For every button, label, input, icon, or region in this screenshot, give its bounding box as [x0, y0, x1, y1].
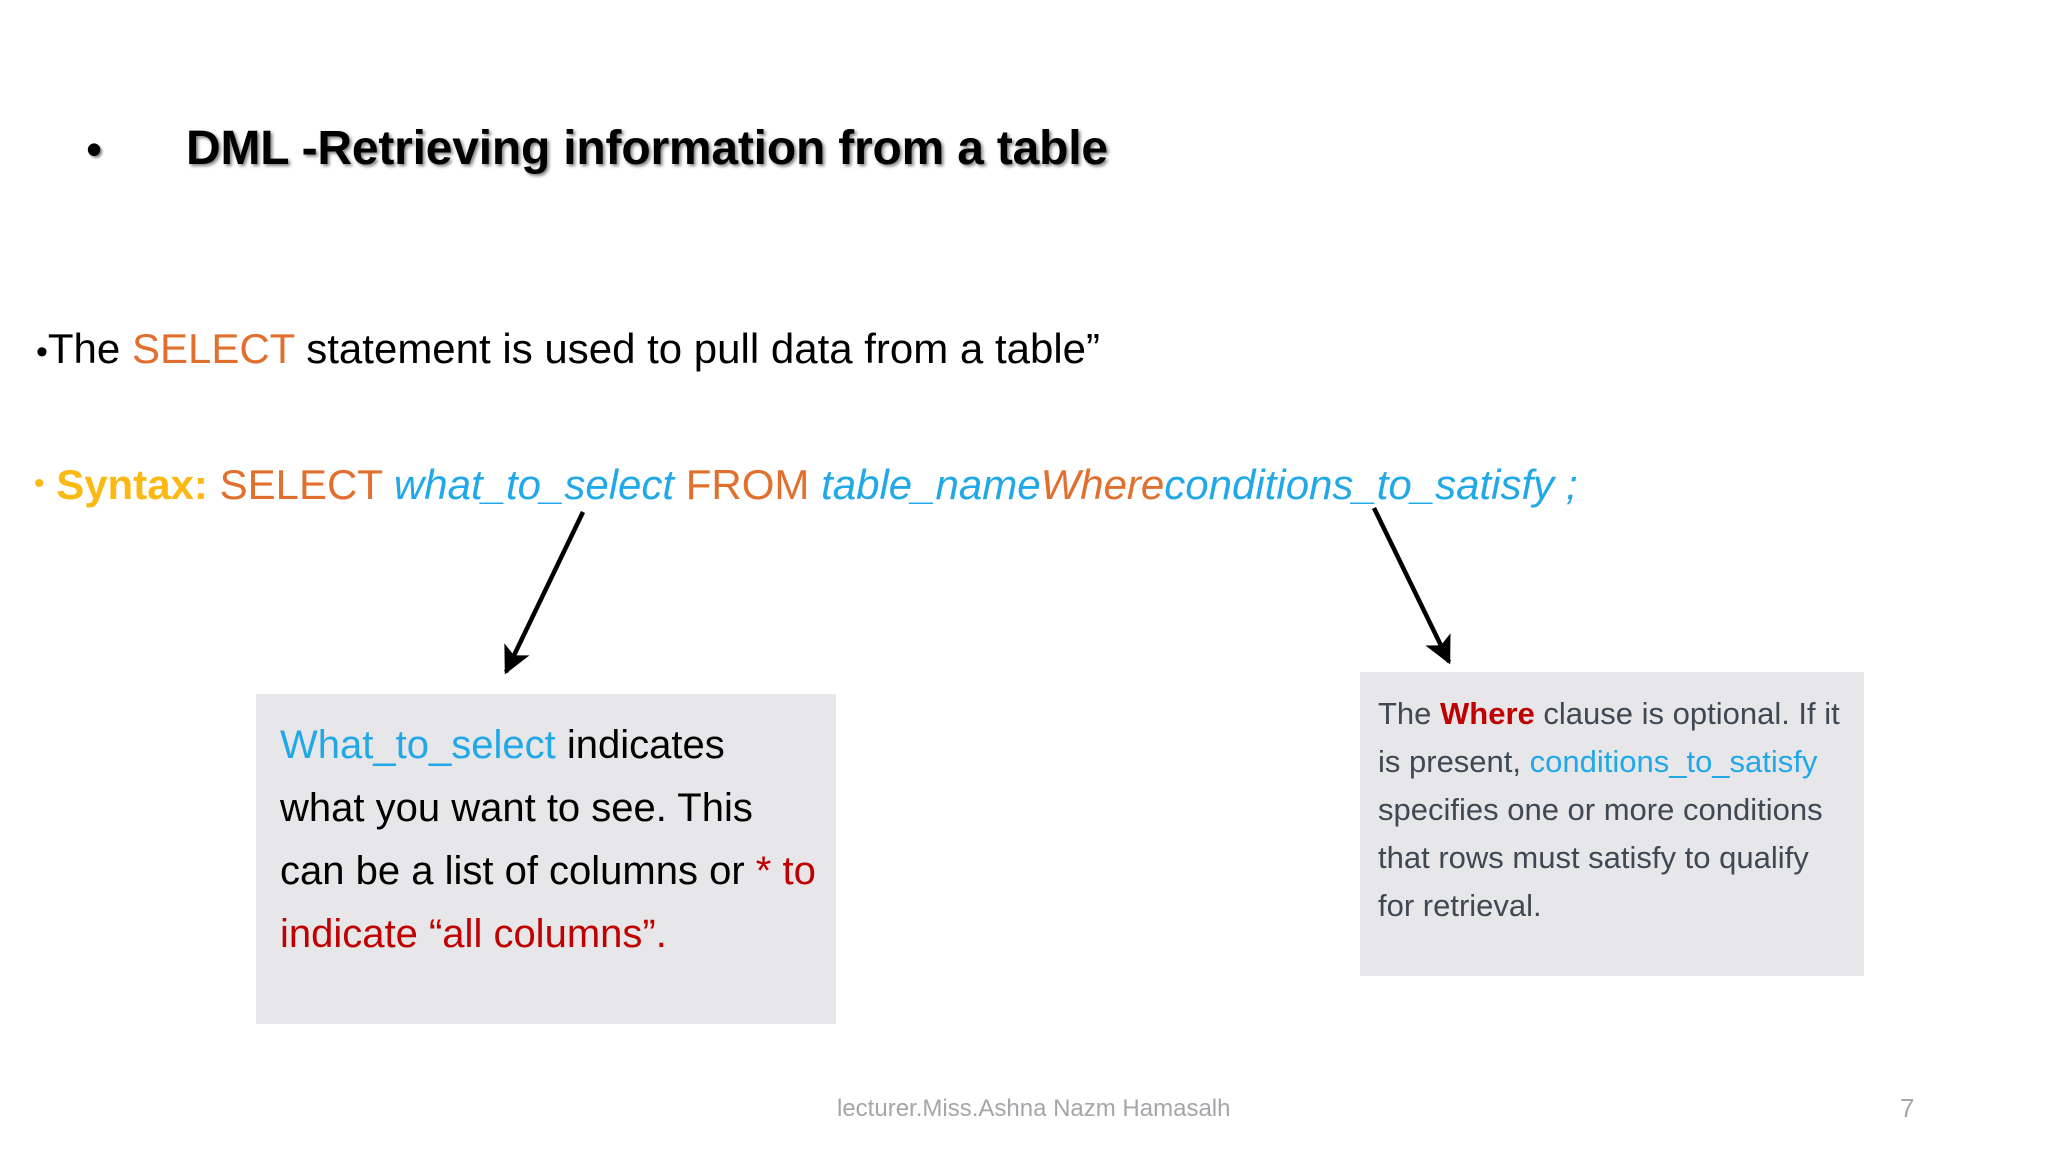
- syntax-placeholder-what-to-select: what_to_select: [393, 461, 675, 508]
- callout-left-red-text: * to indicate “all columns”.: [280, 849, 816, 956]
- syntax-terminator: ;: [1565, 461, 1578, 508]
- paragraph-keyword-select: SELECT: [131, 325, 295, 372]
- syntax-placeholder-conditions: conditions_to_satisfy: [1164, 461, 1555, 508]
- syntax-line: • Syntax: SELECT what_to_select FROM tab…: [34, 456, 1578, 513]
- callout-left-highlight: What_to_select: [280, 723, 556, 767]
- page-title: DML -Retrieving information from a table: [186, 122, 1108, 175]
- footer-page-number: 7: [1900, 1093, 1915, 1123]
- syntax-placeholder-table-name: table_name: [821, 461, 1041, 508]
- paragraph-bullet-icon: •: [36, 333, 48, 371]
- callout-right-part3: specifies one or more conditions that ro…: [1378, 792, 1823, 923]
- footer-author: lecturer.Miss.Ashna Nazm Hamasalh: [837, 1095, 1231, 1122]
- callout-what-to-select: What_to_select indicates what you want t…: [256, 694, 836, 1024]
- callout-where-clause: The Where clause is optional. If it is p…: [1360, 672, 1864, 976]
- arrow-to-left-callout: [503, 511, 586, 675]
- select-description-line: •The SELECT statement is used to pull da…: [36, 322, 1100, 379]
- syntax-label: Syntax:: [56, 461, 208, 508]
- arrow-to-right-callout: [1371, 507, 1452, 665]
- syntax-keyword-from: FROM: [685, 461, 810, 508]
- callout-right-conditions: conditions_to_satisfy: [1529, 744, 1818, 779]
- syntax-keyword-select: SELECT: [219, 461, 383, 508]
- callout-right-part2: clause is optional. If it is present,: [1378, 696, 1840, 779]
- callout-left-body: indicates what you want to see. This can…: [280, 723, 756, 893]
- paragraph-text-after: statement is used to pull data from a ta…: [294, 325, 1101, 372]
- slide-title: • DML -Retrieving information from a tab…: [86, 118, 1108, 180]
- paragraph-text-before: The: [47, 325, 132, 372]
- callout-right-keyword-where: Where: [1440, 696, 1535, 731]
- title-bullet-icon: •: [86, 123, 103, 175]
- syntax-keyword-where: Where: [1040, 461, 1165, 508]
- callout-right-part1: The: [1378, 696, 1441, 731]
- syntax-bullet-icon: •: [34, 467, 45, 500]
